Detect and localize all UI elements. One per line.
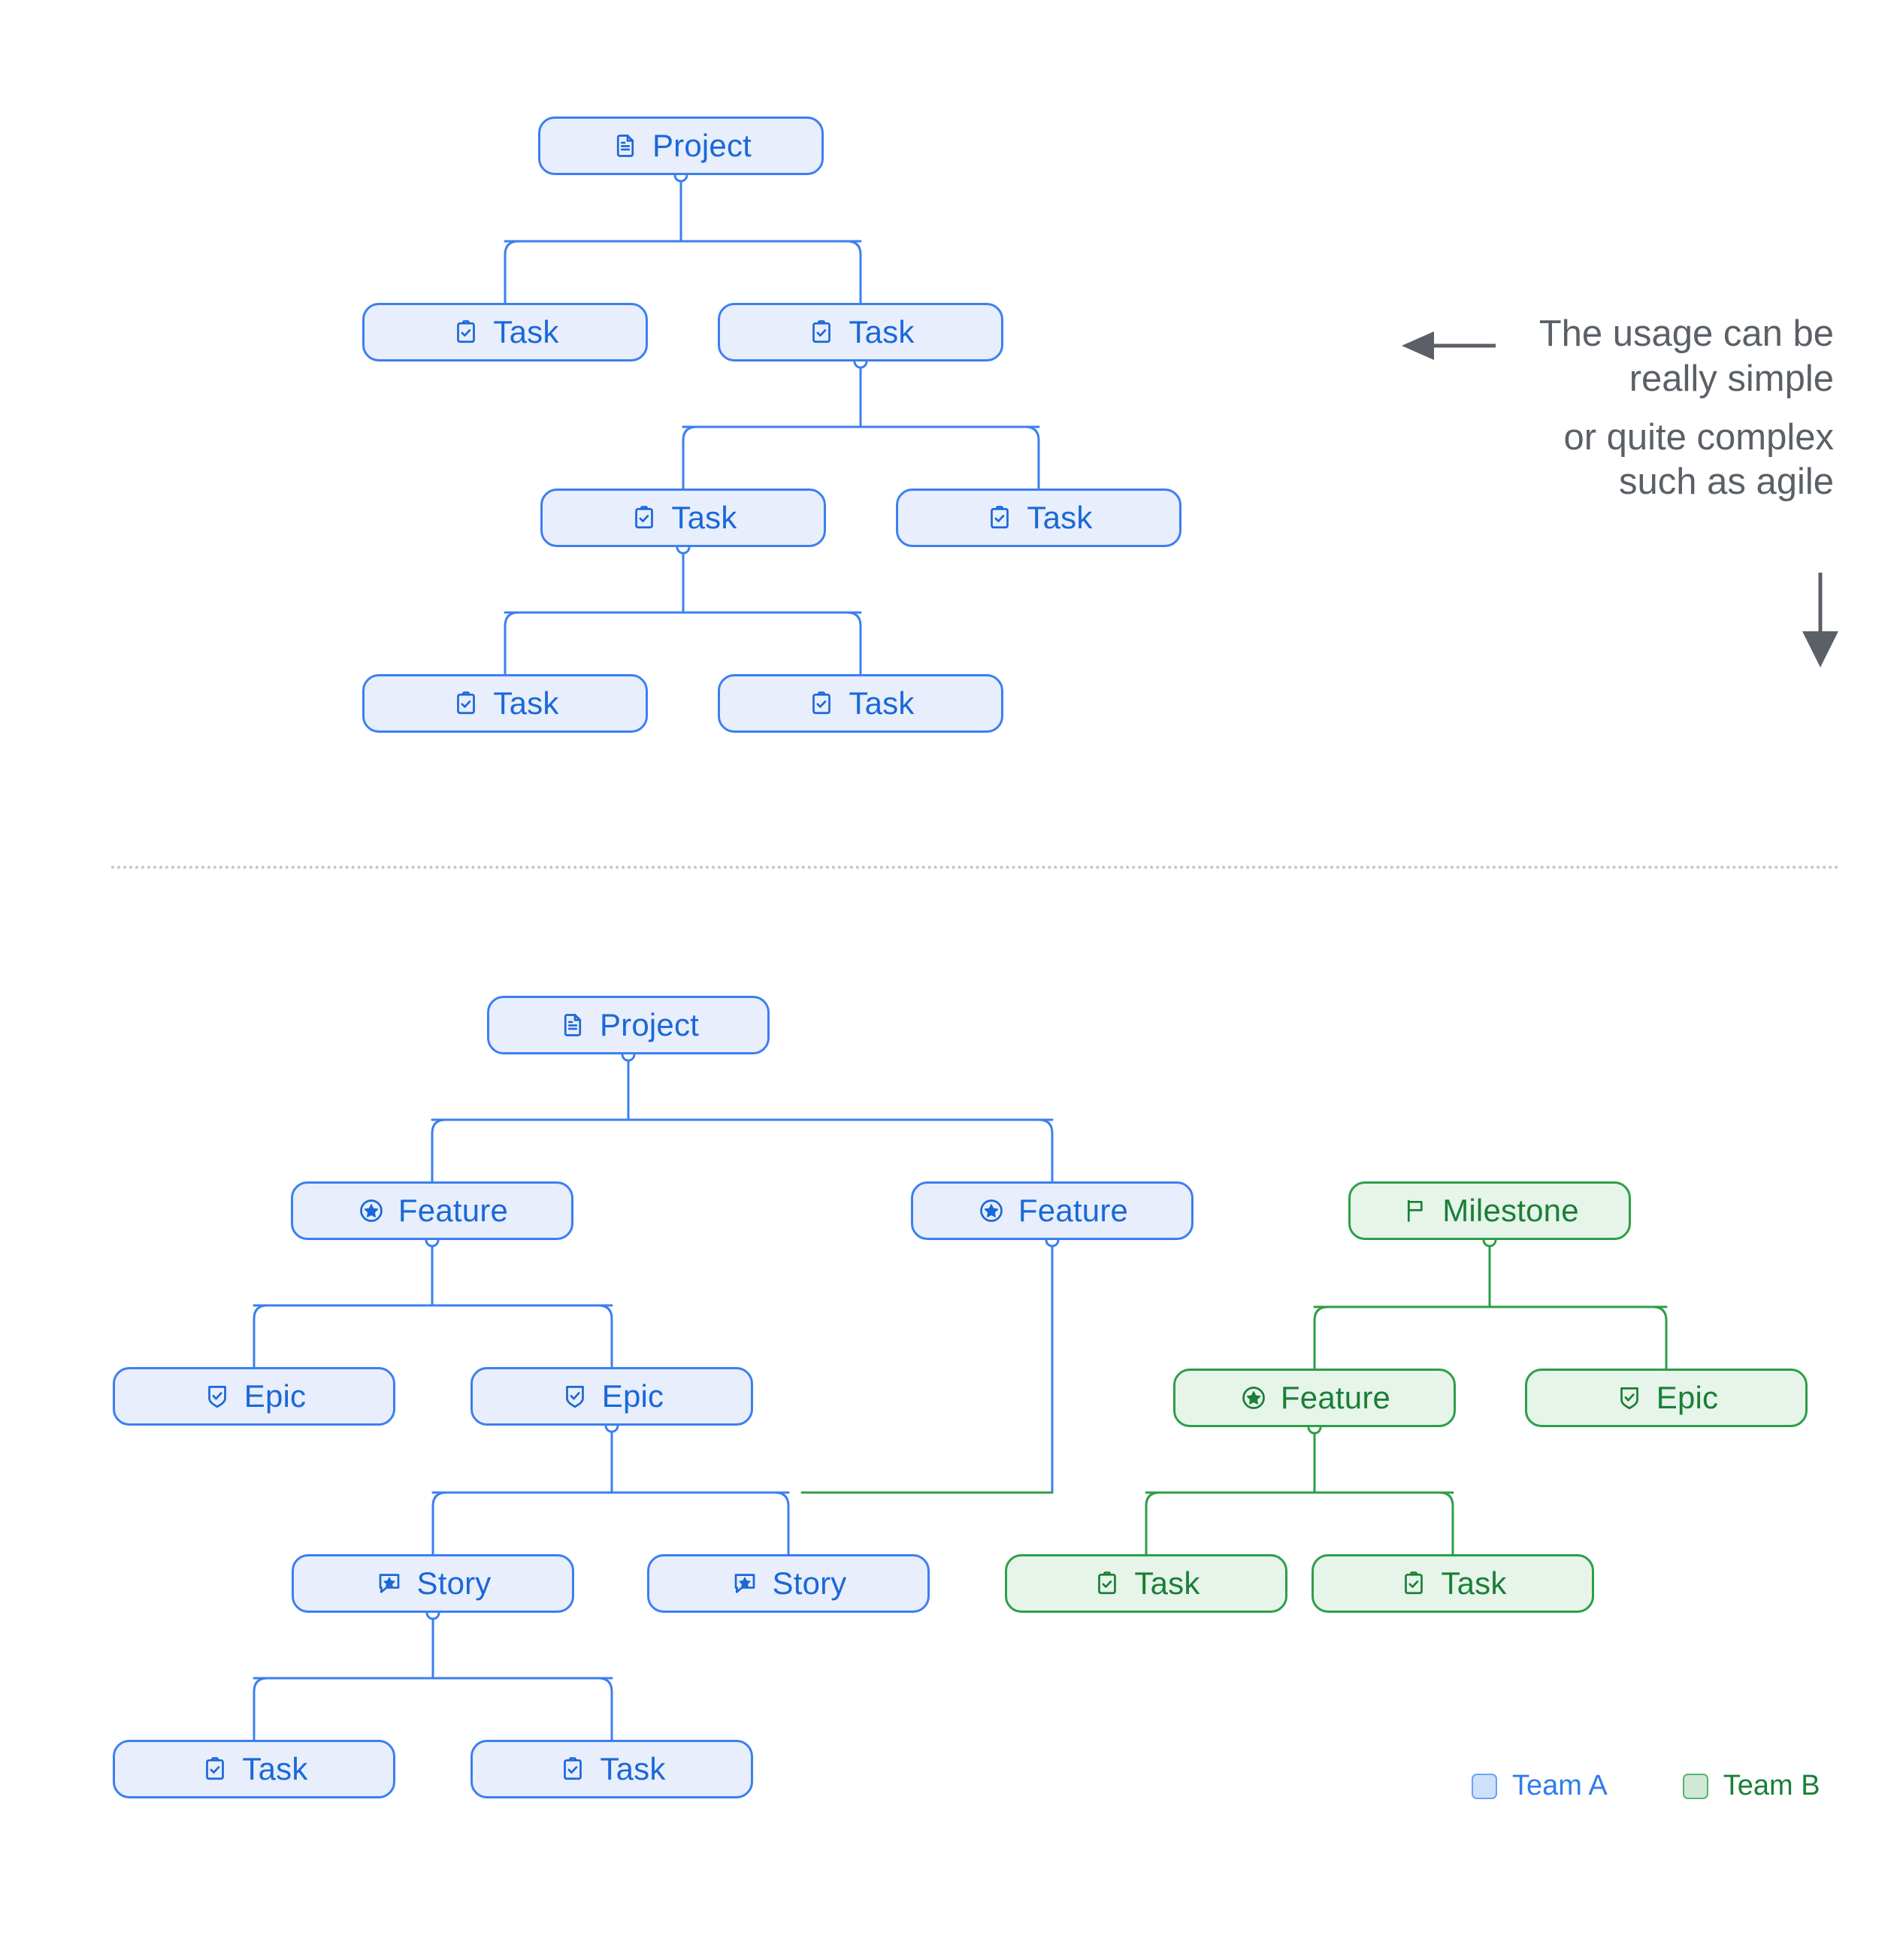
node-epic[interactable]: Epic: [113, 1367, 395, 1426]
node-label: Epic: [244, 1378, 307, 1414]
node-project[interactable]: Project: [538, 116, 824, 175]
annotation-line-2: really simple: [1629, 358, 1834, 399]
node-story[interactable]: Story: [647, 1554, 930, 1613]
node-story[interactable]: Story: [292, 1554, 574, 1613]
node-task[interactable]: Task: [540, 488, 826, 547]
connector: [846, 240, 862, 304]
node-label: Task: [493, 685, 559, 721]
legend-label-team-a: Team A: [1512, 1770, 1608, 1801]
node-label: Epic: [601, 1378, 664, 1414]
node-milestone[interactable]: Milestone: [1348, 1181, 1631, 1240]
annotation-line-1: The usage can be: [1538, 313, 1834, 354]
task-icon: [451, 688, 481, 718]
connector: [431, 1118, 447, 1183]
legend-item-team-a: Team A: [1472, 1770, 1608, 1802]
down-arrow-icon: [1802, 573, 1838, 667]
node-label: Project: [652, 128, 752, 163]
task-icon: [1092, 1568, 1122, 1599]
node-label: Task: [1441, 1565, 1507, 1601]
node-epic[interactable]: Epic: [470, 1367, 753, 1426]
connector: [682, 425, 698, 490]
node-feature[interactable]: Feature: [911, 1181, 1194, 1240]
node-task[interactable]: Task: [113, 1740, 395, 1798]
feature-icon: [1239, 1383, 1269, 1413]
annotation-text: The usage can be really simple or quite …: [1458, 312, 1834, 505]
node-label: Task: [493, 314, 559, 349]
node-label: Story: [416, 1565, 492, 1601]
task-icon: [806, 317, 837, 347]
node-label: Project: [599, 1007, 700, 1042]
epic-icon: [1614, 1383, 1644, 1413]
node-task[interactable]: Task: [362, 674, 648, 733]
node-label: Task: [849, 685, 915, 721]
task-icon: [1399, 1568, 1429, 1599]
node-task[interactable]: Task: [718, 303, 1003, 361]
connector: [1024, 425, 1040, 490]
connector: [1438, 1491, 1454, 1556]
legend: Team A Team B: [1472, 1770, 1820, 1802]
node-task[interactable]: Task: [1312, 1554, 1594, 1613]
node-task[interactable]: Task: [1005, 1554, 1287, 1613]
connector: [846, 611, 862, 676]
node-label: Task: [1027, 500, 1093, 535]
node-task[interactable]: Task: [362, 303, 648, 361]
task-icon: [629, 503, 659, 533]
connector: [253, 1304, 269, 1369]
connector: [504, 611, 520, 676]
legend-item-team-b: Team B: [1682, 1770, 1820, 1802]
node-project[interactable]: Project: [487, 996, 770, 1054]
legend-label-team-b: Team B: [1723, 1770, 1820, 1801]
legend-swatch-team-a: [1472, 1773, 1497, 1799]
node-label: Task: [849, 314, 915, 349]
node-task[interactable]: Task: [718, 674, 1003, 733]
node-label: Task: [242, 1751, 308, 1786]
node-feature[interactable]: Feature: [1173, 1369, 1456, 1427]
node-epic[interactable]: Epic: [1525, 1369, 1808, 1427]
connector: [597, 1677, 613, 1741]
node-label: Task: [1134, 1565, 1200, 1601]
task-icon: [806, 688, 837, 718]
annotation-line-3: or quite complex: [1563, 416, 1834, 458]
document-icon: [558, 1010, 588, 1040]
connector: [1651, 1305, 1668, 1370]
connector: [1037, 1118, 1054, 1183]
task-icon: [985, 503, 1015, 533]
feature-icon: [976, 1196, 1006, 1226]
node-label: Task: [600, 1751, 666, 1786]
connector: [253, 1677, 269, 1741]
epic-icon: [560, 1381, 590, 1411]
annotation-line-4: such as agile: [1618, 461, 1834, 503]
story-icon: [730, 1568, 760, 1599]
feature-icon: [356, 1196, 386, 1226]
node-label: Feature: [1018, 1193, 1129, 1228]
node-label: Epic: [1656, 1380, 1719, 1415]
task-icon: [200, 1754, 230, 1784]
connector: [597, 1304, 613, 1369]
task-icon: [558, 1754, 588, 1784]
connector: [1145, 1491, 1161, 1556]
node-label: Task: [671, 500, 737, 535]
story-icon: [374, 1568, 404, 1599]
node-feature[interactable]: Feature: [291, 1181, 573, 1240]
task-icon: [451, 317, 481, 347]
document-icon: [610, 131, 640, 161]
node-label: Feature: [398, 1193, 509, 1228]
connector: [504, 240, 520, 304]
node-task[interactable]: Task: [470, 1740, 753, 1798]
connector: [1313, 1305, 1330, 1370]
epic-icon: [202, 1381, 232, 1411]
milestone-icon: [1400, 1196, 1430, 1226]
section-divider: [111, 866, 1840, 869]
node-label: Story: [772, 1565, 847, 1601]
connector: [773, 1491, 790, 1556]
node-task[interactable]: Task: [896, 488, 1181, 547]
node-label: Feature: [1280, 1380, 1391, 1415]
node-label: Milestone: [1442, 1193, 1579, 1228]
legend-swatch-team-b: [1682, 1773, 1708, 1799]
connector: [431, 1491, 448, 1556]
